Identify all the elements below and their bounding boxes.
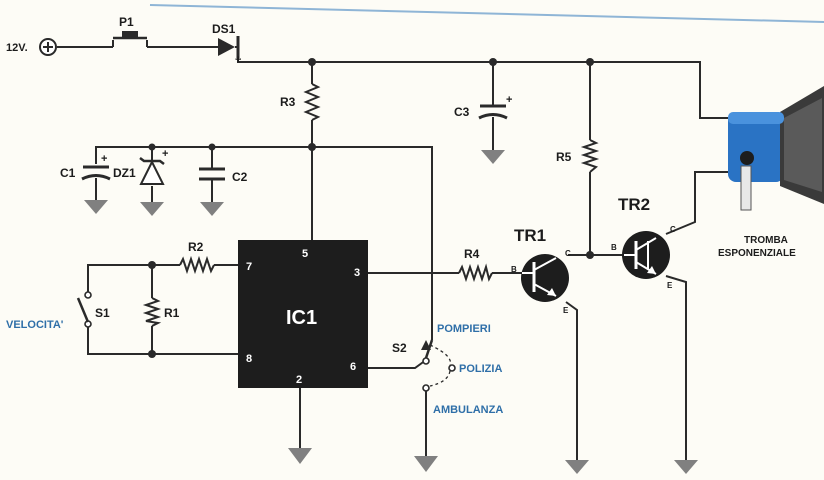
s1-switch: [76, 291, 92, 328]
c3-plus-label: +: [506, 94, 512, 106]
exponential-horn-speaker: [728, 86, 824, 211]
r5-resistor: [580, 139, 600, 173]
page-edge-line: [149, 4, 824, 23]
c2-label: C2: [232, 170, 248, 184]
r4-resistor: [458, 263, 493, 283]
r3-resistor: [303, 83, 321, 121]
ds1-plus-label: +: [235, 54, 241, 66]
dz1-plus-label: +: [162, 148, 168, 160]
tr1-emitter-pin: E: [563, 306, 569, 315]
tr2-collector-pin: C: [670, 225, 676, 234]
ground-symbols: [84, 150, 698, 474]
tr1-collector-pin: C: [565, 249, 571, 258]
junction-dots: [148, 58, 594, 358]
ds1-diode: [218, 36, 240, 58]
c2-capacitor: [199, 167, 225, 181]
tr2-transistor: [622, 231, 670, 279]
tr1-base-pin: B: [511, 265, 517, 274]
velocita-label: VELOCITA': [6, 319, 64, 331]
r1-label: R1: [164, 306, 180, 320]
labels: 12V. P1 DS1 + R3 C3 + R5 C1 + DZ1 + C2 R…: [6, 15, 796, 416]
polizia-label: POLIZIA: [459, 363, 502, 375]
c3-capacitor: [478, 104, 508, 120]
ic1-pin2: 2: [296, 374, 302, 386]
ic1-pin3: 3: [354, 267, 360, 279]
s2-label: S2: [392, 341, 407, 355]
ic1-pin6: 6: [350, 361, 356, 373]
supply-terminal: [39, 38, 57, 56]
c1-capacitor: [81, 165, 111, 181]
horn-label-line1: TROMBA: [744, 235, 788, 246]
tr2-emitter-pin: E: [667, 281, 673, 290]
r1-resistor: [142, 297, 162, 327]
dz1-zener-diode: [139, 157, 165, 185]
tr1-label: TR1: [514, 226, 546, 245]
r4-label: R4: [464, 247, 480, 261]
s2-switch: [421, 339, 456, 392]
r3-label: R3: [280, 95, 296, 109]
ds1-label: DS1: [212, 22, 236, 36]
r5-label: R5: [556, 150, 572, 164]
p1-label: P1: [119, 15, 134, 29]
pompieri-label: POMPIERI: [437, 323, 491, 335]
ic1-label: IC1: [286, 307, 317, 329]
c1-plus-label: +: [101, 153, 107, 165]
ic1-pin5: 5: [302, 248, 308, 260]
supply-voltage-label: 12V.: [6, 42, 28, 54]
c1-label: C1: [60, 166, 76, 180]
c3-label: C3: [454, 105, 470, 119]
ic1-pin7: 7: [246, 261, 252, 273]
tr2-base-pin: B: [611, 243, 617, 252]
ic1-chip: [238, 240, 368, 388]
r2-label: R2: [188, 240, 204, 254]
p1-push-button: [112, 31, 148, 47]
tr2-label: TR2: [618, 195, 650, 214]
r2-resistor: [179, 255, 215, 275]
wires: [57, 46, 728, 460]
horn-label-line2: ESPONENZIALE: [718, 248, 796, 259]
s1-label: S1: [95, 306, 110, 320]
ic1-pin8: 8: [246, 353, 252, 365]
ambulanza-label: AMBULANZA: [433, 404, 503, 416]
tr1-transistor: [521, 254, 569, 302]
dz1-label: DZ1: [113, 166, 136, 180]
